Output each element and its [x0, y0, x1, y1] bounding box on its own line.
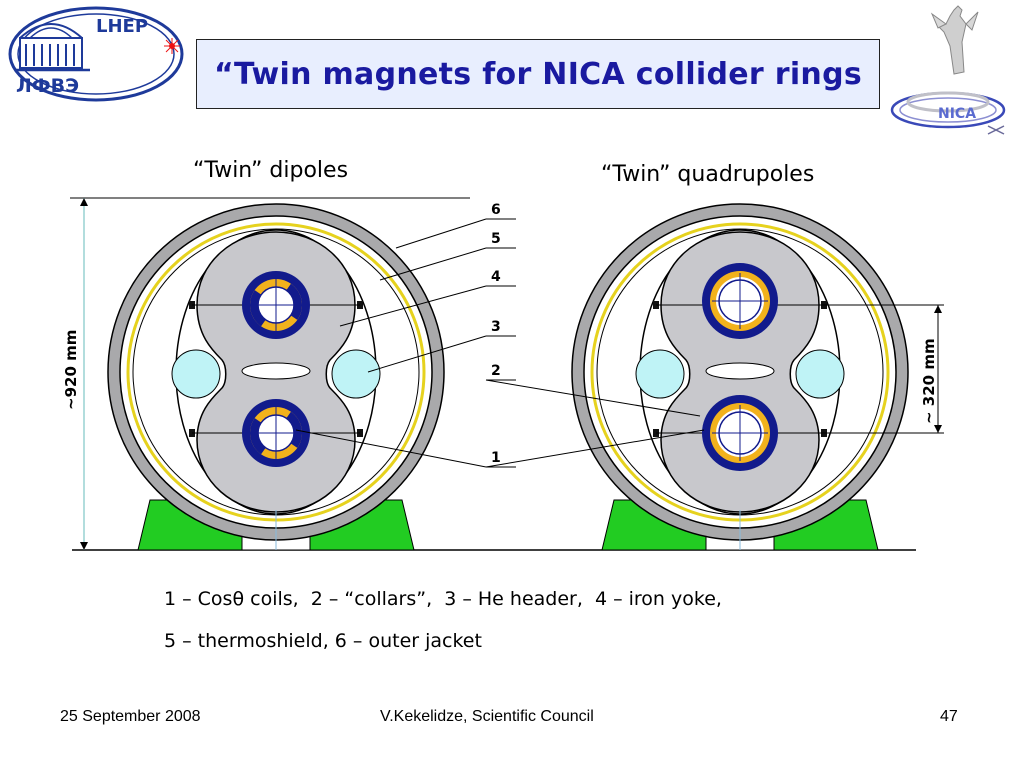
callout-3: 3: [491, 319, 501, 335]
cos-theta-coil: [701, 394, 779, 472]
nica-logo-text: NICA: [938, 106, 976, 122]
footer-date: 25 September 2008: [60, 708, 201, 725]
callout-6: 6: [491, 202, 501, 218]
he-header: [635, 349, 685, 399]
footer-author: V.Kekelidze, Scientific Council: [380, 708, 594, 725]
dimension-320-label: ~ 320 mm: [920, 338, 938, 424]
legend-line-1: 1 – Cosθ coils, 2 – “collars”, 3 – He he…: [164, 588, 722, 610]
he-header: [331, 349, 381, 399]
callout-2: 2: [491, 363, 501, 379]
title-box: “Twin magnets for NICA collider rings: [196, 39, 880, 109]
lhep-logo-graphic: LHEP ЛФВЭ: [8, 6, 184, 102]
he-header: [795, 349, 845, 399]
callout-leaders: [295, 218, 705, 468]
footer-page-number: 47: [940, 708, 958, 725]
right-diagram-title: “Twin” quadrupoles: [601, 162, 815, 187]
callout-1: 1: [491, 450, 501, 466]
nica-logo-graphic: NICA: [890, 5, 1006, 135]
dimension-320: [934, 305, 942, 433]
logo-bottom-text: ЛФВЭ: [16, 75, 79, 97]
logo-top-text: LHEP: [96, 16, 148, 37]
callout-5: 5: [491, 231, 501, 247]
dimension-920-label: ~920 mm: [62, 330, 80, 410]
dimension-920: [70, 197, 470, 550]
slide-title: “Twin magnets for NICA collider rings: [213, 56, 863, 92]
nica-logo: NICA: [888, 2, 1022, 138]
callout-4: 4: [491, 269, 501, 285]
cos-theta-coil: [701, 262, 779, 340]
twin-quadrupole-magnet: [571, 203, 944, 551]
twin-dipole-magnet: [107, 203, 445, 551]
left-diagram-title: “Twin” dipoles: [193, 158, 349, 183]
lhep-logo: LHEP ЛФВЭ: [4, 2, 190, 106]
he-header: [171, 349, 221, 399]
legend-line-2: 5 – thermoshield, 6 – outer jacket: [164, 630, 482, 652]
